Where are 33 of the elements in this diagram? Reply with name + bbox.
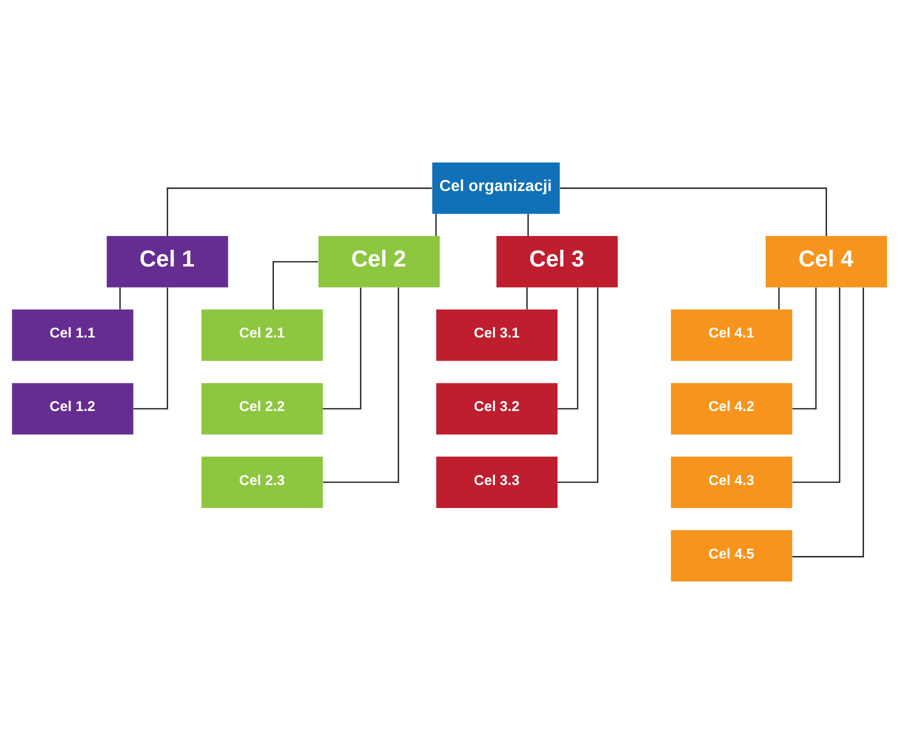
node-box: Cel 3.2: [436, 382, 558, 434]
node-box: Cel 2.3: [202, 456, 323, 508]
node-box: Cel 1.1: [12, 309, 134, 360]
connector: [166, 187, 432, 236]
connector: [526, 286, 528, 309]
node-box: Cel 1.2: [12, 382, 134, 434]
connector: [435, 213, 437, 236]
node-box: Cel 4.3: [670, 456, 792, 508]
node-box: Cel 2.2: [202, 382, 323, 434]
connector: [792, 286, 840, 482]
node-box: Cel 4.5: [670, 530, 792, 581]
connector: [558, 286, 598, 482]
connector: [133, 287, 168, 409]
connector: [527, 213, 529, 236]
connector: [778, 286, 780, 309]
node-box: Cel 2: [318, 236, 440, 287]
connector: [272, 260, 318, 310]
connector: [792, 287, 864, 557]
connector: [792, 287, 817, 409]
node-box: Cel 3: [496, 236, 618, 287]
connector: [558, 287, 578, 409]
node-box: Cel 4.2: [670, 382, 792, 434]
node-box: Cel 4: [766, 236, 888, 287]
node-box: Cel 1: [106, 236, 228, 287]
connector: [119, 286, 121, 309]
connector: [323, 286, 400, 482]
node-box: Cel 3.1: [436, 309, 558, 360]
connector: [322, 287, 362, 409]
connector: [560, 187, 827, 236]
node-box: Cel organizacji: [432, 162, 560, 214]
node-box: Cel 3.3: [436, 456, 558, 508]
node-box: Cel 4.1: [670, 309, 792, 360]
node-box: Cel 2.1: [202, 309, 323, 360]
